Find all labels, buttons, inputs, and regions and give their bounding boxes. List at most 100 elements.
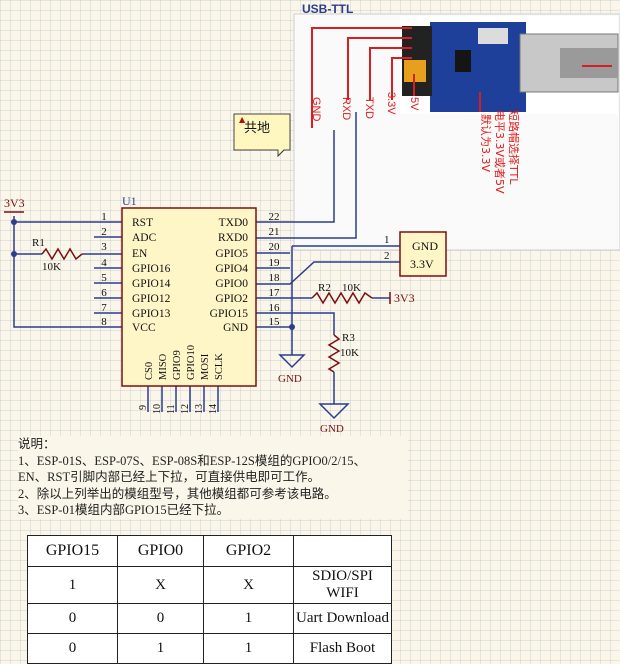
r3-ref: R3	[342, 332, 355, 344]
pin-name-gpio12: GPIO12	[132, 293, 171, 305]
chip-bottom-pin-numbers: 9 10 11 12 13 14	[138, 404, 219, 414]
pin-name-rxd0: RXD0	[218, 232, 248, 244]
chip-left-pin-names: RST ADC EN GPIO16 GPIO14 GPIO12 GPIO13 V…	[132, 217, 171, 334]
wire-rxd0-usb	[256, 112, 357, 239]
pin-name-gpio5: GPIO5	[215, 248, 248, 260]
common-ground-tag: ▲ 共地	[233, 113, 291, 158]
junction-rst	[11, 219, 17, 225]
usb-ttl-title: USB-TTL	[302, 2, 353, 16]
pin-name-mosi: MOSI	[200, 353, 211, 380]
connector-pin-1: 1	[384, 234, 390, 246]
power-label-3v3-right: 3V3	[394, 291, 415, 305]
chip-component	[455, 50, 471, 72]
pin-name-gpio4: GPIO4	[215, 263, 248, 275]
wire-gnd-symbol	[256, 326, 293, 355]
r2-ref: R2	[318, 282, 331, 294]
power-connector: 1 2 GND 3.3V	[384, 231, 447, 277]
pin-num-6: 6	[101, 287, 107, 299]
pin-num-8: 8	[101, 316, 107, 328]
chip-bottom-pin-names: CS0 MISO GPIO9 GPIO10 MOSI SCLK	[144, 345, 225, 380]
usb-line-3v3	[391, 57, 412, 100]
gnd-symbol-chip	[278, 354, 306, 369]
pin-name-adc: ADC	[132, 232, 157, 244]
gnd-symbol-r3	[318, 403, 350, 420]
connector-label-gnd: GND	[412, 239, 438, 253]
chip-u1: U1 1 2 3 4 5 6 7 8 RST ADC EN GPIO16 GPI…	[101, 194, 280, 414]
usb-note-line-3: 默认为3.3V	[479, 114, 492, 172]
cell-mode: SDIO/SPI WIFI	[293, 566, 392, 604]
usb-line-rxd	[347, 37, 412, 100]
pin-num-5: 5	[101, 272, 107, 284]
junction-r1	[11, 251, 17, 257]
usb-pin-txd: TXD	[363, 97, 375, 119]
pin-name-gpio15: GPIO15	[210, 308, 249, 320]
gnd-label-r3: GND	[320, 423, 344, 435]
cell-gpio15: 0	[27, 603, 118, 634]
r3-value: 10K	[340, 347, 359, 359]
usb-jumper-note: 短路帽选择TTL 电平3.3V或者5V 默认为3.3V	[479, 110, 521, 194]
table-row: 1 X X SDIO/SPI WIFI	[27, 566, 392, 604]
resistors	[41, 247, 373, 373]
cell-gpio0: 0	[117, 603, 204, 634]
power-symbols: 3V3 3V3 GND GND	[4, 196, 415, 435]
usb-line-gnd	[311, 27, 412, 128]
pin-num-21: 21	[269, 226, 280, 238]
pin-name-gnd: GND	[223, 322, 248, 334]
wire-gpio0-connector	[256, 261, 400, 285]
cell-gpio2: X	[203, 566, 294, 604]
chip-right-pin-numbers: 22 21 20 19 18 17 16 15	[269, 211, 281, 328]
chip-left-pin-numbers: 1 2 3 4 5 6 7 8	[101, 211, 107, 328]
explanation-notes: 说明： 1、ESP-01S、ESP-07S、ESP-08S和ESP-12S模组的…	[18, 436, 408, 519]
chip-ref: U1	[122, 194, 137, 208]
cell-gpio0: 1	[117, 633, 204, 664]
usb-pin-labels: GND RXD TXD 3.3V 5V	[310, 92, 420, 122]
note-line-3: 2、除以上列举出的模组型号，其他模组都可参考该电路。	[18, 486, 337, 501]
header-gpio15: GPIO15	[27, 535, 118, 567]
pin-num-2: 2	[101, 226, 107, 238]
pin-num-20: 20	[269, 241, 281, 253]
pin-name-txd0: TXD0	[219, 217, 249, 229]
connector-body	[399, 231, 447, 277]
usb-note-line-2: 电平3.3V或者5V	[493, 110, 506, 194]
pin-num-22: 22	[269, 211, 280, 223]
wires	[13, 112, 400, 412]
pin-name-gpio10: GPIO10	[186, 345, 197, 380]
pin-num-11: 11	[166, 404, 177, 414]
boot-mode-table: GPIO15 GPIO0 GPIO2 1 X X SDIO/SPI WIFI 0…	[27, 535, 392, 664]
r2-value: 10K	[342, 282, 361, 294]
pin-name-gpio0: GPIO0	[215, 278, 248, 290]
resistor-r3	[327, 334, 341, 373]
pin-num-4: 4	[101, 257, 107, 269]
pin-num-9: 9	[138, 405, 149, 410]
pin-num-18: 18	[269, 272, 281, 284]
cell-gpio2: 1	[203, 633, 294, 664]
pin-name-gpio9: GPIO9	[172, 350, 183, 380]
table-row: 0 1 1 Flash Boot	[27, 633, 392, 664]
connector-pin-2: 2	[384, 250, 390, 262]
usb-leader-lines	[311, 27, 612, 128]
jumper-cap	[404, 60, 426, 82]
pin-name-gpio16: GPIO16	[132, 263, 171, 275]
usb-plug-inner	[560, 48, 618, 78]
boot-mode-table-wrapper: GPIO15 GPIO0 GPIO2 1 X X SDIO/SPI WIFI 0…	[27, 535, 392, 664]
gnd-label-chip: GND	[278, 373, 302, 385]
notes-heading: 说明：	[18, 437, 56, 451]
pin-num-13: 13	[194, 404, 205, 414]
common-ground-label: 共地	[244, 121, 270, 136]
wire-txd0-usb	[256, 130, 335, 223]
pin-num-15: 15	[269, 316, 281, 328]
junctions	[11, 219, 295, 330]
note-line-4: 3、ESP-01模组内部GPIO15已经下拉。	[18, 503, 230, 517]
wire-gpio15-r3	[256, 312, 335, 335]
pin-name-miso: MISO	[158, 353, 169, 380]
pin-num-7: 7	[101, 302, 107, 314]
pin-num-3: 3	[101, 241, 107, 253]
chip-body	[121, 207, 257, 387]
cell-gpio2: 1	[203, 603, 294, 634]
pin-name-gpio13: GPIO13	[132, 308, 171, 320]
power-label-3v3-left: 3V3	[4, 196, 25, 210]
pin-num-17: 17	[269, 287, 281, 299]
resistor-labels: R1 10K R2 10K R3 10K	[32, 237, 361, 359]
header-gpio0: GPIO0	[117, 535, 204, 567]
note-line-2: EN、RST引脚内部已经上下拉，可直接供电即可工作。	[18, 470, 321, 484]
